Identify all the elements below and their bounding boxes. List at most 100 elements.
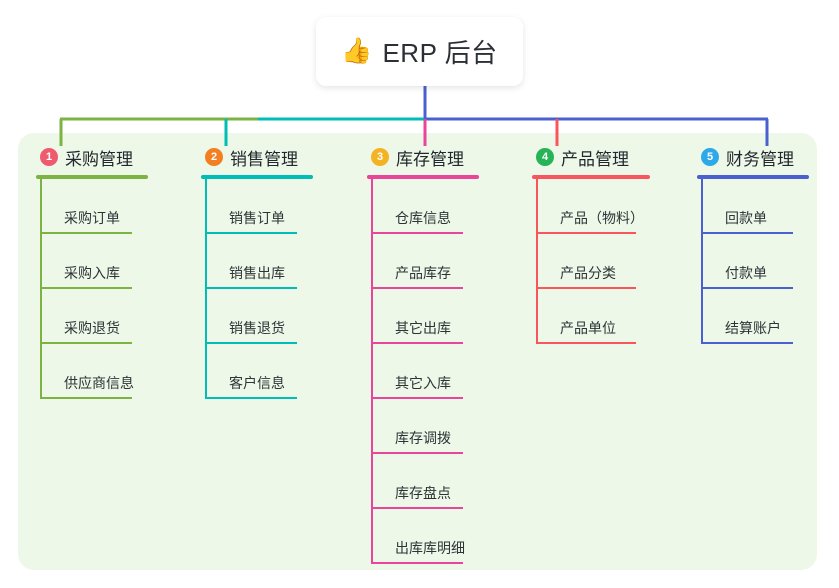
branch-leaf-list: 产品（物料） 产品分类产品单位	[532, 179, 650, 344]
branch-spine	[40, 179, 42, 399]
leaf-underline	[205, 232, 297, 234]
leaf-label: 其它出库	[395, 320, 451, 336]
leaf-item[interactable]: 仓库信息	[367, 179, 479, 234]
branch-underline	[201, 175, 313, 179]
branch-spine	[371, 179, 373, 564]
leaf-item[interactable]: 回款单	[697, 179, 809, 234]
leaf-underline	[536, 342, 636, 344]
leaf-item[interactable]: 其它入库	[367, 344, 479, 399]
branch-leaf-list: 仓库信息产品库存其它出库其它入库库存调拨库存盘点出库库明细	[367, 179, 479, 564]
leaf-label: 销售退货	[229, 320, 285, 336]
branch-leaf-list: 回款单付款单结算账户	[697, 179, 809, 344]
leaf-underline	[701, 342, 793, 344]
branch-title: 采购管理	[65, 149, 133, 169]
leaf-item[interactable]: 采购订单	[36, 179, 148, 234]
leaf-item[interactable]: 产品分类	[532, 234, 650, 289]
branch-title: 财务管理	[726, 149, 794, 169]
leaf-label: 付款单	[725, 265, 767, 281]
leaf-underline	[701, 287, 793, 289]
branch-underline	[36, 175, 148, 179]
leaf-item[interactable]: 库存调拨	[367, 399, 479, 454]
leaf-label: 回款单	[725, 210, 767, 226]
leaf-underline	[701, 232, 793, 234]
leaf-label: 产品库存	[395, 265, 451, 281]
leaf-label: 采购入库	[64, 265, 120, 281]
leaf-label: 库存调拨	[395, 430, 451, 446]
leaf-underline	[371, 397, 463, 399]
leaf-label: 采购退货	[64, 320, 120, 336]
branch-column-5[interactable]: 5 财务管理回款单付款单结算账户	[697, 145, 809, 344]
leaf-underline	[40, 232, 132, 234]
leaf-label: 供应商信息	[64, 375, 134, 391]
branch-number-badge: 1	[40, 148, 58, 166]
leaf-item[interactable]: 库存盘点	[367, 454, 479, 509]
leaf-underline	[40, 342, 132, 344]
branch-title: 产品管理	[561, 149, 629, 169]
branch-spine	[701, 179, 703, 344]
branch-column-4[interactable]: 4 产品管理产品（物料） 产品分类产品单位	[532, 145, 650, 344]
leaf-underline	[40, 397, 132, 399]
leaf-label: 其它入库	[395, 375, 451, 391]
leaf-item[interactable]: 出库库明细	[367, 509, 479, 564]
leaf-underline	[205, 342, 297, 344]
leaf-label: 产品分类	[560, 265, 616, 281]
branch-leaf-list: 销售订单销售出库销售退货客户信息	[201, 179, 313, 399]
leaf-underline	[205, 397, 297, 399]
root-title: ERP 后台	[382, 38, 498, 68]
leaf-item[interactable]: 销售退货	[201, 289, 313, 344]
leaf-item[interactable]: 产品（物料）	[532, 179, 650, 234]
branch-column-2[interactable]: 2 销售管理销售订单销售出库销售退货客户信息	[201, 145, 313, 399]
branch-underline	[367, 175, 479, 179]
branch-header[interactable]: 5 财务管理	[697, 145, 809, 169]
leaf-item[interactable]: 结算账户	[697, 289, 809, 344]
leaf-label: 出库库明细	[395, 540, 465, 556]
branch-number-badge: 5	[701, 148, 719, 166]
leaf-label: 采购订单	[64, 210, 120, 226]
branch-header[interactable]: 3 库存管理	[367, 145, 479, 169]
leaf-label: 产品（物料）	[560, 210, 644, 226]
leaf-item[interactable]: 销售出库	[201, 234, 313, 289]
branch-header[interactable]: 4 产品管理	[532, 145, 650, 169]
leaf-item[interactable]: 付款单	[697, 234, 809, 289]
leaf-underline	[536, 287, 636, 289]
leaf-underline	[371, 562, 463, 564]
leaf-underline	[40, 287, 132, 289]
branch-column-1[interactable]: 1 采购管理采购订单采购入库采购退货供应商信息	[36, 145, 148, 399]
leaf-underline	[536, 232, 636, 234]
leaf-label: 结算账户	[725, 320, 781, 336]
branch-title: 销售管理	[230, 149, 298, 169]
leaf-item[interactable]: 采购退货	[36, 289, 148, 344]
thumbs-up-icon: 👍	[341, 37, 373, 65]
leaf-label: 仓库信息	[395, 210, 451, 226]
leaf-item[interactable]: 采购入库	[36, 234, 148, 289]
branch-header[interactable]: 2 销售管理	[201, 145, 313, 169]
branch-number-badge: 2	[205, 148, 223, 166]
branch-column-3[interactable]: 3 库存管理仓库信息产品库存其它出库其它入库库存调拨库存盘点出库库明细	[367, 145, 479, 564]
leaf-item[interactable]: 供应商信息	[36, 344, 148, 399]
branch-title: 库存管理	[396, 149, 464, 169]
root-node[interactable]: 👍 ERP 后台	[316, 17, 523, 86]
branch-header[interactable]: 1 采购管理	[36, 145, 148, 169]
leaf-underline	[371, 507, 463, 509]
branch-number-badge: 4	[536, 148, 554, 166]
leaf-label: 产品单位	[560, 320, 616, 336]
leaf-underline	[371, 232, 463, 234]
leaf-item[interactable]: 产品单位	[532, 289, 650, 344]
leaf-item[interactable]: 销售订单	[201, 179, 313, 234]
branch-underline	[697, 175, 809, 179]
leaf-item[interactable]: 其它出库	[367, 289, 479, 344]
branch-number-badge: 3	[371, 148, 389, 166]
leaf-underline	[371, 287, 463, 289]
branch-spine	[536, 179, 538, 344]
leaf-underline	[371, 342, 463, 344]
branch-underline	[532, 175, 650, 179]
leaf-label: 客户信息	[229, 375, 285, 391]
branch-leaf-list: 采购订单采购入库采购退货供应商信息	[36, 179, 148, 399]
branch-spine	[205, 179, 207, 399]
leaf-item[interactable]: 客户信息	[201, 344, 313, 399]
leaf-item[interactable]: 产品库存	[367, 234, 479, 289]
branches-panel	[18, 133, 817, 570]
leaf-label: 库存盘点	[395, 485, 451, 501]
